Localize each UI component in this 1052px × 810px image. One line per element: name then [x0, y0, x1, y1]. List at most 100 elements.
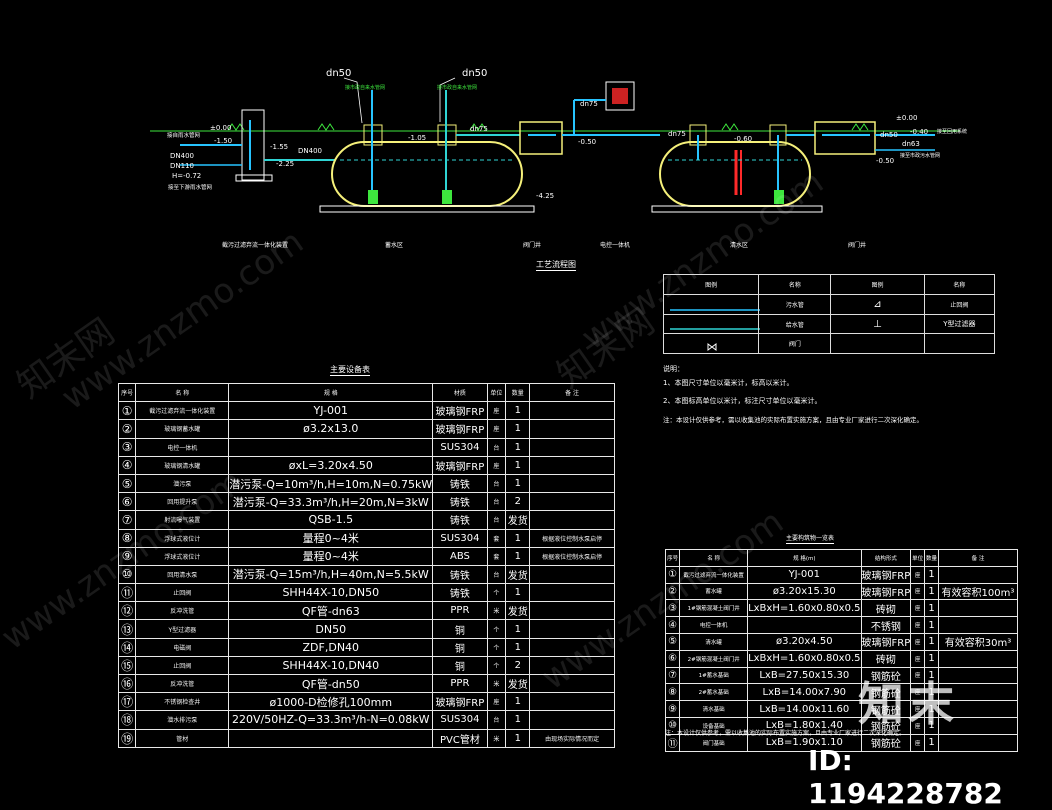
equip-row-spec: 潜污泵-Q=33.3m³/h,H=20m,N=3kW	[228, 492, 434, 512]
struct-row-qty: 1	[924, 599, 939, 618]
equip-row-no: ⑫	[117, 601, 137, 621]
struct-row-name: 2#蓄水基础	[679, 683, 749, 702]
struct-row-form: 不锈钢	[860, 616, 912, 634]
struct-row-name: 清水基础	[679, 700, 749, 718]
label-right-note-2: 接至市政污水管网	[900, 153, 941, 159]
equip-header-qty: 数量	[505, 382, 531, 403]
equip-row-spec: QF管-dn50	[228, 673, 434, 694]
elev-6: -4.25	[536, 192, 555, 200]
struct-row-form: 钢筋砼	[860, 716, 912, 735]
struct-row-no: ②	[664, 582, 681, 601]
struct-row-unit: 座	[910, 632, 926, 651]
equip-row-spec: øxL=3.20x4.50	[228, 455, 434, 475]
struct-row-form: 砖砌	[860, 599, 912, 618]
elev-9: ±0.00	[896, 114, 918, 122]
equip-row-qty: 1	[505, 637, 531, 657]
equip-row-name: Y型过滤器	[135, 619, 230, 639]
struct-row-spec: LxB=1.90x1.10	[747, 733, 862, 752]
section-label-2: 蓄水区	[385, 242, 404, 249]
struct-row-spec: LxB=14.00x11.60	[747, 700, 862, 718]
equip-row-unit: 座	[486, 455, 507, 475]
equip-row-mat: 铸铁	[432, 583, 488, 603]
equip-row-qty: 1	[505, 619, 531, 639]
equip-row-unit: 台	[486, 492, 507, 512]
equip-row-name: 电控一体机	[135, 437, 230, 457]
equip-row-no: ⑱	[117, 710, 137, 730]
clear-water-tank	[651, 124, 823, 213]
equip-row-unit: 台	[486, 473, 507, 494]
equip-row-note	[529, 637, 615, 657]
equip-row-unit: 台	[486, 437, 507, 457]
label-left-4: H=-0.72	[172, 172, 202, 180]
equip-row-name: 潜水排污泵	[135, 710, 230, 730]
equip-row-qty: 1	[505, 546, 531, 566]
struct-row-note	[937, 565, 1019, 584]
equip-row-unit: 个	[486, 655, 507, 676]
equip-row-mat: 玻璃钢FRP	[432, 419, 488, 439]
label-note-b: 接市政自来水管网	[437, 85, 478, 91]
equip-row-note	[529, 401, 615, 421]
label-dn63: dn63	[902, 140, 920, 148]
equip-row-name: 管材	[135, 728, 230, 748]
struct-row-name: 电控一体机	[679, 616, 749, 634]
struct-row-name: 2#钢筋混凝土阀门井	[679, 649, 749, 668]
struct-header-no: 序号	[664, 549, 681, 567]
equip-header-note: 备 注	[529, 382, 615, 403]
legend-name-2: 止回阀	[923, 294, 996, 315]
equip-row-unit: 套	[486, 546, 507, 566]
struct-row-no: ①	[664, 565, 681, 584]
grass-marks	[227, 123, 869, 131]
struct-row-spec: LxB=27.50x15.30	[747, 666, 862, 685]
equip-row-no: ⑰	[117, 692, 137, 712]
equip-row-spec: 量程0~4米	[228, 528, 434, 548]
equip-row-spec: ZDF,DN40	[228, 637, 434, 657]
legend-name-2	[923, 333, 996, 354]
note-item-3: 注：本设计仅供参考，需以收集池的实际布置实施方案，且由专业厂家进行二次深化确定。	[663, 416, 923, 424]
struct-header-name: 名 称	[679, 549, 749, 567]
note-item-1: 1、本图尺寸单位以毫米计，标高以米计。	[663, 379, 794, 387]
legend-symbol-cell	[662, 314, 760, 334]
elev-11: -0.50	[876, 157, 895, 165]
equip-row-qty: 2	[505, 655, 531, 676]
legend-name-2: Y型过滤器	[923, 314, 996, 334]
equip-row-mat: PPR	[432, 673, 488, 694]
struct-row-spec: LxB=14.00x7.90	[747, 683, 862, 702]
equip-row-spec: ø1000-D检修孔100mm	[228, 692, 434, 712]
struct-row-no: ⑧	[664, 683, 681, 702]
struct-row-qty: 1	[924, 582, 939, 601]
storage-tank	[319, 90, 535, 213]
equip-row-note	[529, 419, 615, 439]
equip-row-spec: SHH44X-10,DN50	[228, 583, 434, 603]
equip-row-no: ⑪	[117, 583, 137, 603]
equip-row-name: 浮球式液位计	[135, 546, 230, 566]
label-dn400: DN400	[298, 147, 322, 155]
equip-row-no: ⑩	[117, 564, 137, 585]
label-left-1: 接自雨水管网	[167, 133, 201, 139]
equip-row-qty: 1	[505, 473, 531, 494]
legend-name: 阀门	[758, 333, 832, 354]
equip-row-no: ⑧	[117, 528, 137, 548]
equip-row-mat: 玻璃钢FRP	[432, 455, 488, 475]
equip-row-unit: 米	[486, 601, 507, 621]
equip-row-spec	[228, 728, 434, 748]
equip-row-qty: 1	[505, 728, 531, 748]
equip-row-note	[529, 473, 615, 494]
equip-row-unit: 台	[486, 564, 507, 585]
equip-row-no: ⑨	[117, 546, 137, 566]
equip-header-material: 材质	[432, 382, 488, 403]
legend-name: 污水管	[758, 294, 832, 315]
label-dn50-a: dn50	[326, 68, 352, 79]
equip-row-name: 回用清水泵	[135, 564, 230, 585]
